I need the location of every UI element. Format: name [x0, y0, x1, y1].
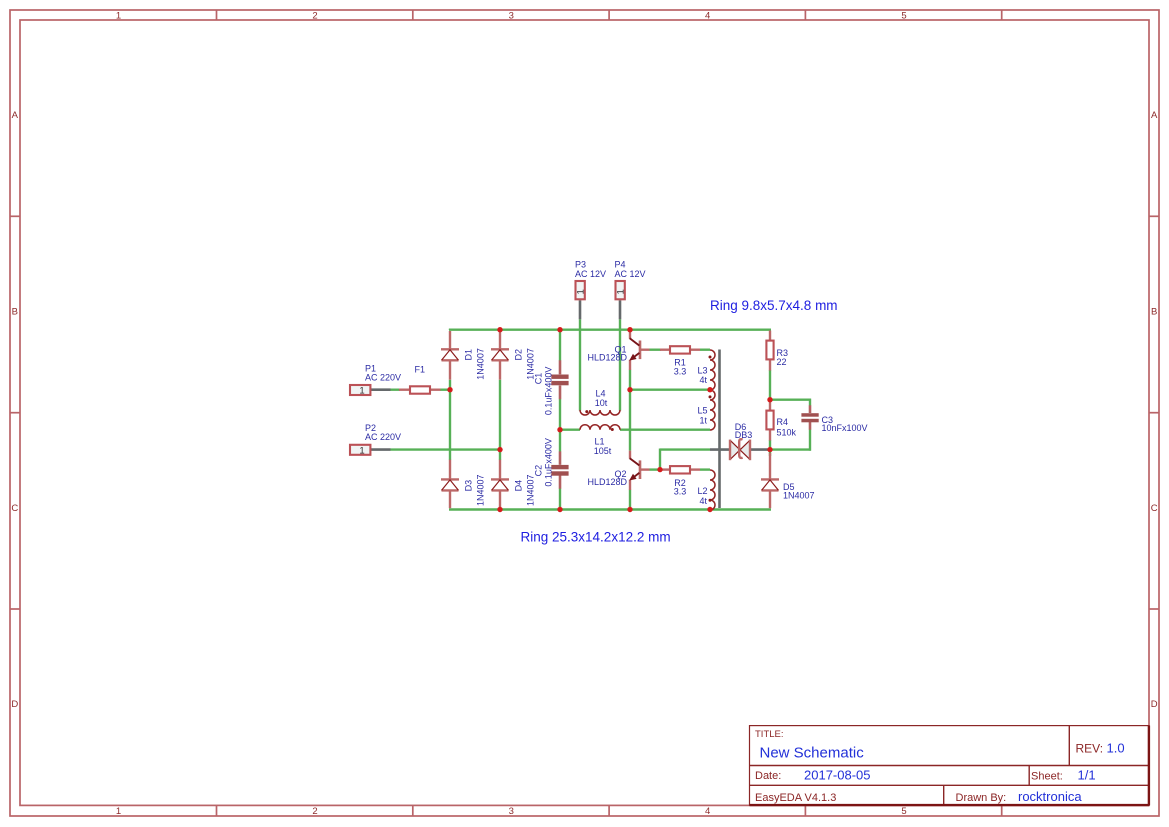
svg-text:EasyEDA V4.1.3: EasyEDA V4.1.3: [755, 792, 836, 804]
svg-text:P2: P2: [365, 423, 376, 433]
svg-text:3.3: 3.3: [674, 487, 687, 497]
svg-text:Drawn By:: Drawn By:: [956, 792, 1007, 804]
svg-text:P3: P3: [575, 260, 586, 270]
svg-text:1t: 1t: [699, 416, 707, 426]
svg-text:1N4007: 1N4007: [475, 474, 485, 506]
svg-text:5: 5: [901, 11, 906, 22]
svg-text:10nFx100V: 10nFx100V: [822, 423, 868, 433]
svg-text:3.3: 3.3: [674, 367, 687, 377]
svg-text:1N4007: 1N4007: [475, 348, 485, 380]
svg-text:HLD128D: HLD128D: [587, 352, 627, 362]
svg-text:2: 2: [312, 806, 317, 817]
svg-text:Q1: Q1: [614, 345, 626, 355]
svg-text:1.0: 1.0: [1107, 741, 1125, 756]
svg-text:AC 220V: AC 220V: [365, 372, 401, 382]
svg-text:REV:: REV:: [1076, 741, 1104, 755]
svg-text:0.1uFx400V: 0.1uFx400V: [544, 367, 554, 416]
svg-text:D1: D1: [464, 349, 474, 361]
svg-text:A: A: [1151, 110, 1158, 121]
svg-text:TITLE:: TITLE:: [755, 729, 784, 740]
svg-text:P4: P4: [615, 260, 626, 270]
svg-text:C1: C1: [534, 373, 544, 385]
svg-text:R3: R3: [777, 348, 789, 358]
svg-text:1: 1: [359, 385, 364, 396]
svg-text:4: 4: [705, 806, 710, 817]
svg-text:AC 220V: AC 220V: [365, 432, 401, 442]
svg-text:1: 1: [116, 806, 121, 817]
svg-text:New Schematic: New Schematic: [760, 744, 865, 761]
svg-text:C3: C3: [822, 415, 834, 425]
svg-text:HLD128D: HLD128D: [587, 477, 627, 487]
svg-text:D5: D5: [783, 482, 795, 492]
svg-text:Ring 25.3x14.2x12.2 mm: Ring 25.3x14.2x12.2 mm: [521, 529, 671, 544]
svg-text:105t: 105t: [594, 446, 612, 456]
svg-text:R4: R4: [777, 417, 789, 427]
svg-text:1: 1: [359, 445, 364, 456]
svg-text:4t: 4t: [699, 496, 707, 506]
svg-text:AC 12V: AC 12V: [615, 269, 646, 279]
svg-text:Q2: Q2: [614, 469, 626, 479]
svg-text:5: 5: [901, 806, 906, 817]
svg-text:P1: P1: [365, 364, 376, 374]
svg-text:L1: L1: [594, 436, 604, 446]
svg-text:D: D: [11, 699, 18, 710]
svg-text:10t: 10t: [595, 398, 608, 408]
svg-text:D2: D2: [514, 349, 524, 361]
svg-text:1: 1: [615, 289, 626, 294]
svg-text:1N4007: 1N4007: [783, 490, 815, 500]
svg-text:22: 22: [777, 357, 787, 367]
svg-text:D4: D4: [514, 480, 524, 492]
svg-text:AC 12V: AC 12V: [575, 269, 606, 279]
svg-text:Sheet:: Sheet:: [1031, 771, 1063, 783]
svg-text:C: C: [11, 503, 18, 514]
svg-text:D: D: [1151, 699, 1158, 710]
svg-text:DB3: DB3: [735, 430, 753, 440]
svg-text:0.1uFx400V: 0.1uFx400V: [544, 438, 554, 487]
svg-text:F1: F1: [415, 365, 426, 375]
svg-text:4t: 4t: [699, 375, 707, 385]
svg-text:2017-08-05: 2017-08-05: [804, 767, 871, 782]
svg-text:L5: L5: [697, 406, 707, 416]
svg-text:1N4007: 1N4007: [525, 474, 535, 506]
svg-text:4: 4: [705, 11, 710, 22]
svg-text:L2: L2: [697, 486, 707, 496]
svg-text:R2: R2: [674, 478, 686, 488]
svg-text:1N4007: 1N4007: [525, 348, 535, 380]
svg-text:rocktronica: rocktronica: [1018, 789, 1082, 804]
svg-text:D3: D3: [464, 480, 474, 492]
svg-text:B: B: [1151, 307, 1157, 318]
svg-text:Ring 9.8x5.7x4.8 mm: Ring 9.8x5.7x4.8 mm: [710, 298, 838, 313]
svg-text:C: C: [1151, 503, 1158, 514]
svg-text:A: A: [12, 110, 19, 121]
svg-text:2: 2: [312, 11, 317, 22]
svg-text:C2: C2: [534, 465, 544, 477]
svg-text:L4: L4: [595, 388, 605, 398]
svg-text:1/1: 1/1: [1078, 768, 1096, 783]
svg-text:1: 1: [575, 289, 586, 294]
svg-text:B: B: [12, 307, 18, 318]
svg-text:3: 3: [509, 806, 514, 817]
svg-text:Date:: Date:: [755, 770, 781, 782]
svg-text:510k: 510k: [777, 427, 797, 437]
svg-text:3: 3: [509, 11, 514, 22]
svg-text:R1: R1: [674, 357, 686, 367]
svg-text:D6: D6: [735, 422, 747, 432]
svg-text:L3: L3: [697, 365, 707, 375]
svg-text:1: 1: [116, 11, 121, 22]
